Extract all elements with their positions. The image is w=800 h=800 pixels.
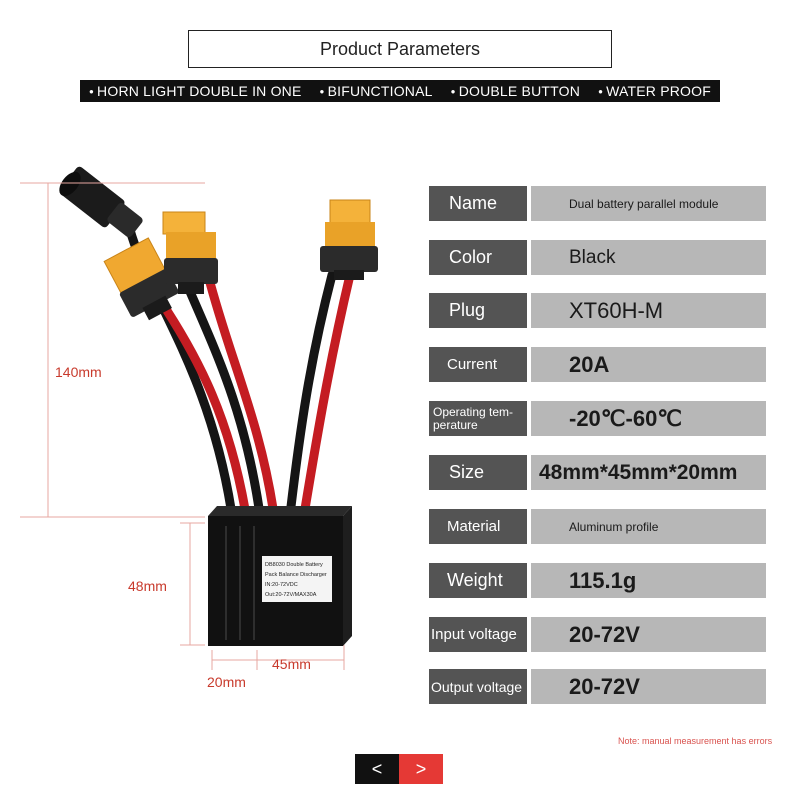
wire-black <box>180 275 265 520</box>
module-label-line: IN:20-72VDC <box>265 582 298 588</box>
param-row-plug: Plug XT60H-M <box>429 293 766 328</box>
dimension-height-total: 140mm <box>55 364 102 380</box>
xt60-connector <box>320 199 378 280</box>
param-label: Name <box>429 186 527 221</box>
param-row-color: Color Black <box>429 240 766 275</box>
param-label: Size <box>429 455 527 490</box>
param-label: Material <box>429 509 527 544</box>
param-label: Input voltage <box>429 617 527 652</box>
xt60-connector <box>103 237 179 321</box>
param-value: 48mm*45mm*20mm <box>531 455 766 490</box>
param-value: XT60H-M <box>531 293 766 328</box>
param-label: Operating tem-perature <box>429 401 527 436</box>
wire-black <box>285 270 337 520</box>
product-image: DB8030 Double Battery Pack Balance Disch… <box>20 166 378 670</box>
param-value: Black <box>531 240 766 275</box>
param-label: Color <box>429 240 527 275</box>
barrel-connector <box>59 166 143 238</box>
param-row-current: Current 20A <box>429 347 766 382</box>
param-row-temperature: Operating tem-perature -20℃-60℃ <box>429 401 766 436</box>
wire-red <box>155 295 251 520</box>
module-box: DB8030 Double Battery Pack Balance Disch… <box>208 506 352 646</box>
xt60-connector <box>162 211 218 294</box>
param-row-name: Name Dual battery parallel module <box>429 186 766 221</box>
dimension-width: 45mm <box>272 656 311 672</box>
param-row-output-voltage: Output voltage 20-72V <box>429 669 766 704</box>
param-label: Plug <box>429 293 527 328</box>
dimension-depth: 20mm <box>207 674 246 690</box>
param-label: Current <box>429 347 527 382</box>
param-row-material: Material Aluminum profile <box>429 509 766 544</box>
param-row-weight: Weight 115.1g <box>429 563 766 598</box>
wire-red <box>299 270 355 520</box>
param-value: Dual battery parallel module <box>531 186 766 221</box>
param-label: Weight <box>429 563 527 598</box>
param-value: 20A <box>531 347 766 382</box>
feature-item: DOUBLE BUTTON <box>451 83 580 99</box>
wire-red <box>203 270 279 520</box>
dimension-height-body: 48mm <box>128 578 167 594</box>
page-title: Product Parameters <box>188 30 612 68</box>
param-value: 115.1g <box>531 563 766 598</box>
measurement-note: Note: manual measurement has errors <box>618 736 773 746</box>
param-value: 20-72V <box>531 617 766 652</box>
param-value: Aluminum profile <box>531 509 766 544</box>
param-row-input-voltage: Input voltage 20-72V <box>429 617 766 652</box>
module-label-line: Pack Balance Discharger <box>265 572 327 578</box>
param-label: Output voltage <box>429 669 527 704</box>
dimension-lines <box>20 182 345 670</box>
param-value: -20℃-60℃ <box>531 401 766 436</box>
feature-item: WATER PROOF <box>598 83 711 99</box>
next-button[interactable]: > <box>399 754 443 784</box>
feature-item: BIFUNCTIONAL <box>320 83 433 99</box>
module-label-line: DB8030 Double Battery <box>265 562 323 568</box>
feature-bar: HORN LIGHT DOUBLE IN ONE BIFUNCTIONAL DO… <box>80 80 720 102</box>
param-row-size: Size 48mm*45mm*20mm <box>429 455 766 490</box>
prev-button[interactable]: < <box>355 754 399 784</box>
param-value: 20-72V <box>531 669 766 704</box>
module-label-line: Out:20-72V/MAX30A <box>265 592 317 598</box>
feature-item: HORN LIGHT DOUBLE IN ONE <box>89 83 302 99</box>
